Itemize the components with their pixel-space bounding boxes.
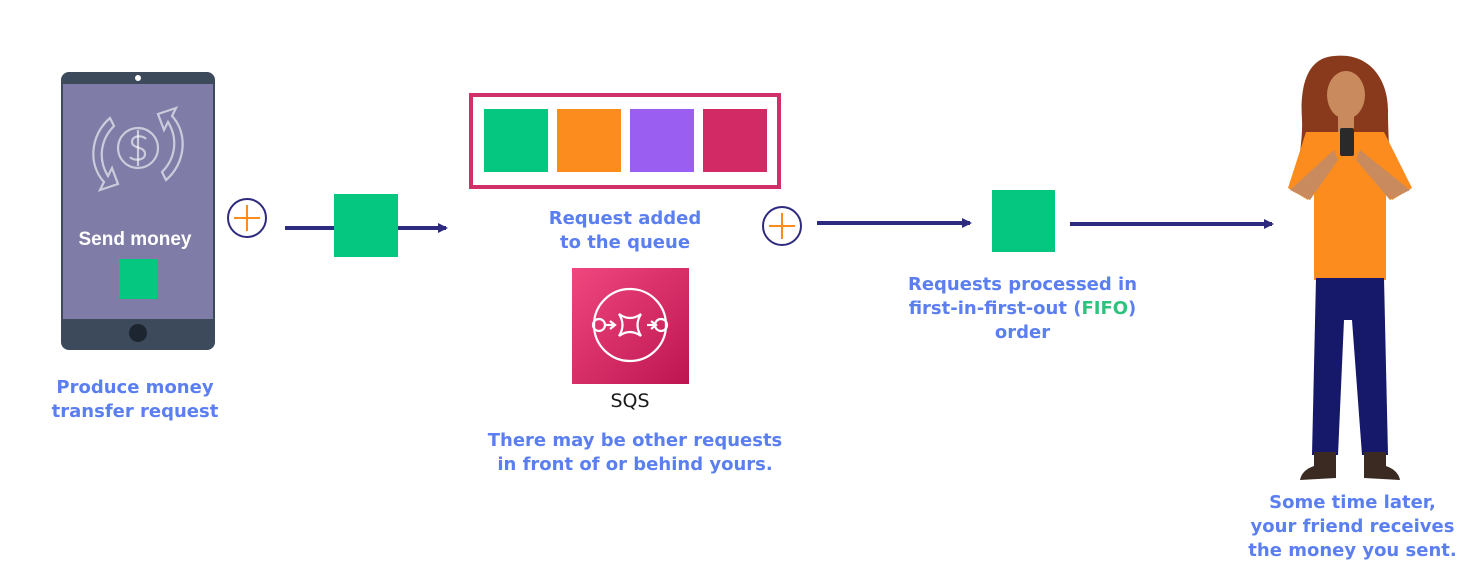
fifo-highlight: FIFO: [1081, 298, 1129, 319]
processing-caption-suffix: ): [1128, 298, 1137, 319]
processing-caption-prefix: first-in-first-out (: [908, 298, 1082, 319]
processed-request-square: [992, 190, 1055, 252]
queue-item-purple: [630, 109, 694, 172]
receiver-caption-line3: the money you sent.: [1248, 540, 1457, 561]
queue-item-pink: [703, 109, 767, 172]
phone-home-button: [129, 324, 147, 342]
phone: Send money: [61, 72, 215, 350]
processing-caption: Requests processed in first-in-first-out…: [900, 273, 1145, 345]
request-square: [119, 259, 158, 299]
queue-caption: Request added to the queue: [480, 207, 770, 255]
receiver-caption-line1: Some time later,: [1269, 492, 1436, 513]
moving-request-square: [334, 194, 398, 257]
processing-caption-line2: first-in-first-out (FIFO): [900, 297, 1145, 321]
receiver-caption-line2: your friend receives: [1250, 516, 1455, 537]
processing-caption-line1: Requests processed in: [907, 274, 1138, 295]
processing-caption-line3: order: [994, 322, 1051, 343]
sqs-note-line2: in front of or behind yours.: [497, 454, 773, 475]
queue-item-green: [484, 109, 548, 172]
send-money-label: Send money: [79, 229, 192, 250]
sqs-note-line1: There may be other requests: [487, 430, 783, 451]
queue-caption-line2: to the queue: [559, 232, 691, 253]
producer-caption-line2: transfer request: [51, 401, 219, 422]
receiver-caption: Some time later, your friend receives th…: [1245, 491, 1460, 563]
queue-item-orange: [557, 109, 621, 172]
producer-caption: Produce money transfer request: [40, 376, 230, 424]
plus-icon: [762, 206, 802, 246]
person-icon: [1288, 55, 1412, 480]
queue-caption-line1: Request added: [548, 208, 702, 229]
plus-icon: [227, 198, 267, 238]
sqs-icon: [572, 268, 689, 384]
dollar-exchange-icon: [92, 106, 184, 192]
producer-caption-line1: Produce money: [56, 377, 214, 398]
sqs-label: SQS: [610, 390, 650, 412]
phone-camera: [135, 75, 141, 81]
queue-box: [469, 93, 781, 189]
sqs-note: There may be other requests in front of …: [470, 429, 800, 477]
